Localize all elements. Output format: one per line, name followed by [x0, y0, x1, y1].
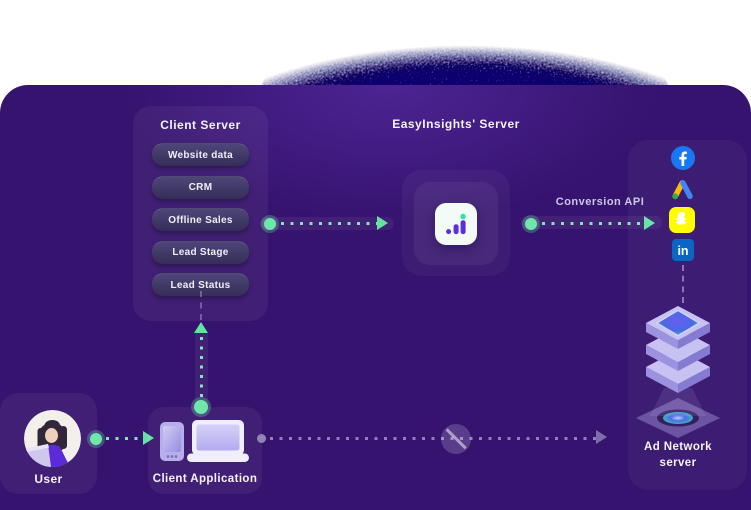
- linkedin-icon: in: [672, 239, 694, 261]
- arrowhead-right-icon: [143, 431, 154, 445]
- ad-network-server-label: Ad Network server: [626, 440, 730, 471]
- client-application-label: Client Application: [152, 473, 258, 485]
- dotted-line: [542, 222, 642, 225]
- laptop-icon: [187, 420, 249, 467]
- facebook-icon: [671, 146, 695, 170]
- dotted-line: [200, 337, 203, 401]
- ad-network-label-line2: server: [659, 456, 697, 469]
- dotted-line: [106, 437, 144, 440]
- client-server-item-website-data: Website data: [152, 143, 249, 166]
- faint-arrowhead-right-icon: [596, 430, 607, 444]
- server-stack-icon: [626, 298, 730, 448]
- faint-dotted-line: [270, 437, 596, 440]
- google-ads-icon: [670, 177, 695, 202]
- client-server-item-lead-stage: Lead Stage: [152, 240, 249, 264]
- arrow-start-dot: [264, 218, 276, 230]
- client-server-item-lead-status: Lead Status: [152, 273, 249, 296]
- faint-arrow-start-dot: [257, 434, 266, 443]
- client-server-title: Client Server: [160, 118, 241, 132]
- blocked-icon: [441, 424, 471, 454]
- easyinsights-title: EasyInsights' Server: [392, 117, 520, 131]
- phone-icon: [160, 422, 184, 466]
- snapchat-icon: [669, 207, 695, 233]
- arrow-start-dot: [90, 433, 102, 445]
- dashed-stub-below-client-server: [200, 291, 202, 320]
- client-server-panel: Client Server Website data CRM Offline S…: [133, 106, 268, 321]
- noise-glow-decoration: [250, 0, 680, 192]
- user-label: User: [34, 472, 63, 486]
- ad-network-label-line1: Ad Network: [644, 441, 712, 453]
- arrow-start-dot: [525, 218, 537, 230]
- client-server-item-offline-sales: Offline Sales: [152, 208, 249, 231]
- arrowhead-right-icon: [644, 216, 655, 230]
- arrowhead-right-icon: [377, 216, 388, 230]
- dotted-line: [281, 222, 377, 225]
- client-server-item-crm: CRM: [152, 175, 249, 199]
- easyinsights-logo-chip: [435, 203, 477, 245]
- dashed-line-to-server: [682, 265, 684, 303]
- user-avatar: [24, 410, 81, 467]
- bar-chart-icon: [446, 213, 466, 235]
- arrowhead-up-icon: [194, 322, 208, 333]
- svg-text:in: in: [677, 244, 688, 258]
- conversion-api-label: Conversion API: [555, 196, 645, 208]
- arrow-start-dot: [194, 400, 208, 414]
